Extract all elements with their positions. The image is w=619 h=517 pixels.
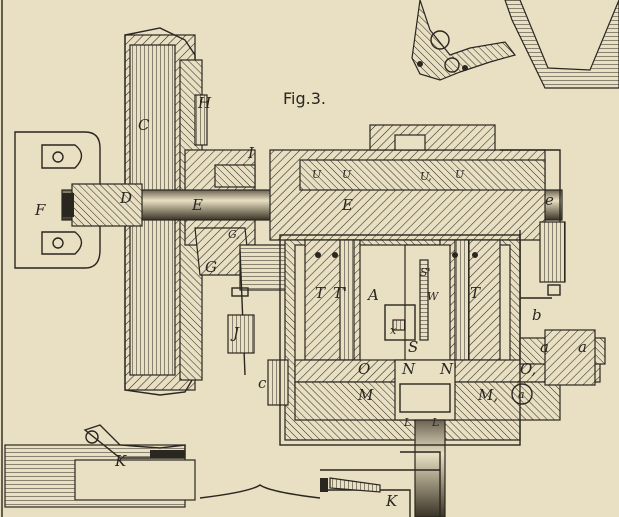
label-T: T bbox=[315, 284, 326, 302]
base-K-bottom bbox=[320, 451, 441, 517]
label-W: W bbox=[427, 290, 440, 303]
label-K-bottom: K bbox=[385, 492, 398, 510]
label-D: D bbox=[119, 189, 132, 207]
label-a-circle: a bbox=[518, 388, 525, 401]
label-e: e bbox=[545, 191, 554, 209]
label-L1: L bbox=[403, 416, 411, 429]
label-T1: T' bbox=[333, 284, 347, 302]
lever-G bbox=[194, 227, 291, 291]
label-U3: U, bbox=[420, 170, 432, 183]
label-I: I bbox=[247, 144, 255, 162]
label-E-left: E bbox=[191, 196, 203, 214]
label-A: A bbox=[366, 286, 379, 304]
label-T-right: T bbox=[470, 284, 481, 302]
label-x: x bbox=[390, 324, 397, 337]
label-N-right: N' bbox=[439, 360, 457, 378]
upper-block-U bbox=[269, 124, 561, 246]
base-K-left bbox=[4, 424, 321, 508]
label-M: M bbox=[357, 386, 374, 404]
rod-H bbox=[194, 94, 208, 146]
label-J: J bbox=[230, 324, 240, 342]
label-H: H bbox=[197, 94, 212, 112]
label-L2: L bbox=[431, 416, 439, 429]
label-a1: a bbox=[540, 338, 549, 356]
label-F: F bbox=[34, 201, 46, 219]
label-a2: a bbox=[578, 338, 587, 356]
main-housing bbox=[267, 239, 606, 517]
label-G: G bbox=[205, 258, 217, 276]
label-E-main: E bbox=[341, 196, 353, 214]
label-C: C bbox=[138, 116, 150, 134]
label-O: O bbox=[358, 360, 370, 378]
label-S1: S' bbox=[420, 266, 431, 279]
label-K-left: K bbox=[114, 452, 127, 470]
label-S: S bbox=[408, 338, 418, 356]
label-G1: G, bbox=[228, 228, 240, 241]
label-M1: M, bbox=[477, 386, 498, 404]
top-right-bracket bbox=[411, 0, 619, 89]
figure-title: Fig.3. bbox=[283, 89, 326, 108]
label-U1: U bbox=[312, 168, 322, 181]
housing-outline bbox=[279, 234, 521, 446]
label-U2: U bbox=[342, 168, 352, 181]
label-O1: O, bbox=[520, 360, 536, 378]
label-N-left: N bbox=[401, 360, 416, 378]
collar-I bbox=[214, 164, 256, 188]
label-U4: U bbox=[455, 168, 465, 181]
label-c: c bbox=[258, 374, 267, 392]
weight-J bbox=[227, 249, 255, 376]
label-b: b bbox=[532, 306, 542, 324]
handle-F bbox=[14, 131, 101, 269]
